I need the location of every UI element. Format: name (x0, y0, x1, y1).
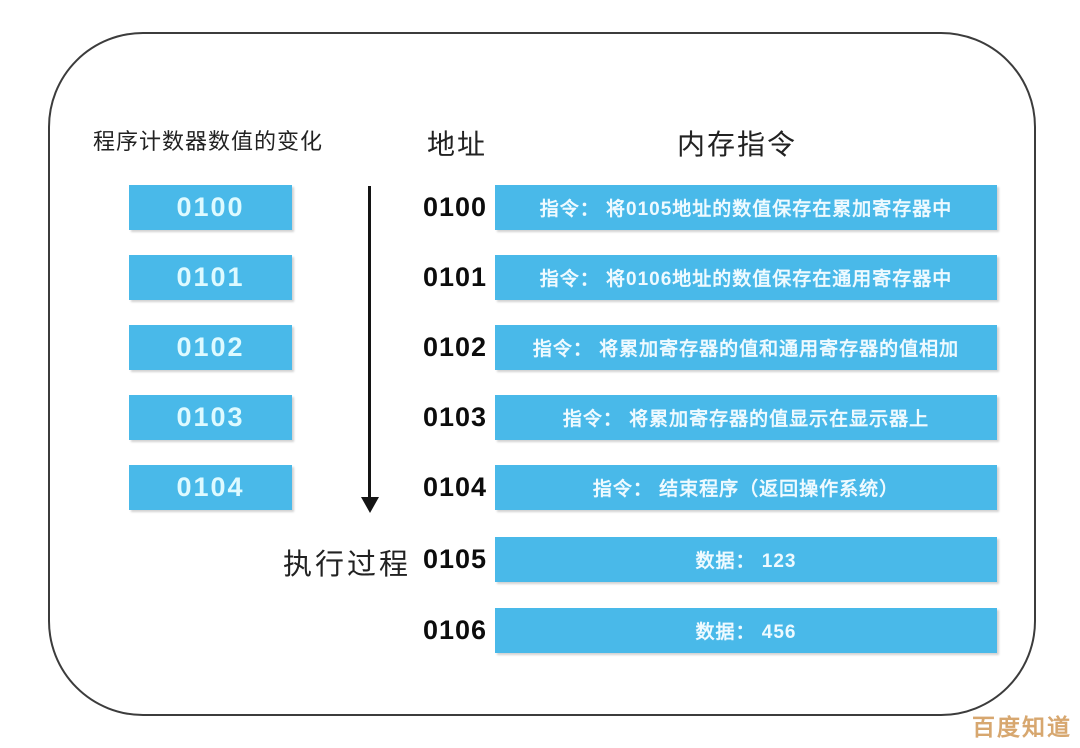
memory-row: 0101 指令： 将0106地址的数值保存在通用寄存器中 (423, 255, 997, 300)
address-label: 0102 (423, 332, 488, 362)
execution-process-label: 执行过程 (283, 549, 412, 581)
arrow-down-icon (361, 497, 379, 513)
address-label: 0103 (423, 402, 488, 432)
memory-row: 0103 指令： 将累加寄存器的值显示在显示器上 (423, 395, 997, 440)
pc-value-box: 0102 (129, 325, 292, 370)
address-label: 0105 (423, 544, 488, 574)
memory-instruction-cell: 指令： 将0105地址的数值保存在累加寄存器中 (495, 185, 997, 230)
memory-instruction-cell: 指令： 将累加寄存器的值显示在显示器上 (495, 395, 997, 440)
address-label: 0104 (423, 472, 488, 502)
pc-value-box: 0101 (129, 255, 292, 300)
memory-instruction-cell: 指令： 将累加寄存器的值和通用寄存器的值相加 (495, 325, 997, 370)
memory-row: 0105 数据： 123 (423, 537, 997, 582)
pc-value-box: 0103 (129, 395, 292, 440)
memory-row: 0100 指令： 将0105地址的数值保存在累加寄存器中 (423, 185, 997, 230)
memory-data-cell: 数据： 123 (495, 537, 997, 582)
rounded-frame (48, 32, 1036, 716)
memory-instruction-cell: 指令： 将0106地址的数值保存在通用寄存器中 (495, 255, 997, 300)
arrow-down-icon (368, 186, 371, 498)
address-label: 0106 (423, 615, 488, 645)
memory-row: 0102 指令： 将累加寄存器的值和通用寄存器的值相加 (423, 325, 997, 370)
address-label: 0101 (423, 262, 488, 292)
memory-instruction-cell: 指令： 结束程序（返回操作系统） (495, 465, 997, 510)
instruction-column-header: 内存指令 (677, 129, 798, 160)
pc-value-box: 0100 (129, 185, 292, 230)
baidu-zhidao-watermark: 百度知道 (972, 714, 1072, 740)
program-counter-title: 程序计数器数值的变化 (93, 129, 324, 154)
pc-value-box: 0104 (129, 465, 292, 510)
memory-row: 0106 数据： 456 (423, 608, 997, 653)
address-label: 0100 (423, 192, 488, 222)
memory-row: 0104 指令： 结束程序（返回操作系统） (423, 465, 997, 510)
memory-data-cell: 数据： 456 (495, 608, 997, 653)
address-column-header: 地址 (427, 129, 488, 160)
